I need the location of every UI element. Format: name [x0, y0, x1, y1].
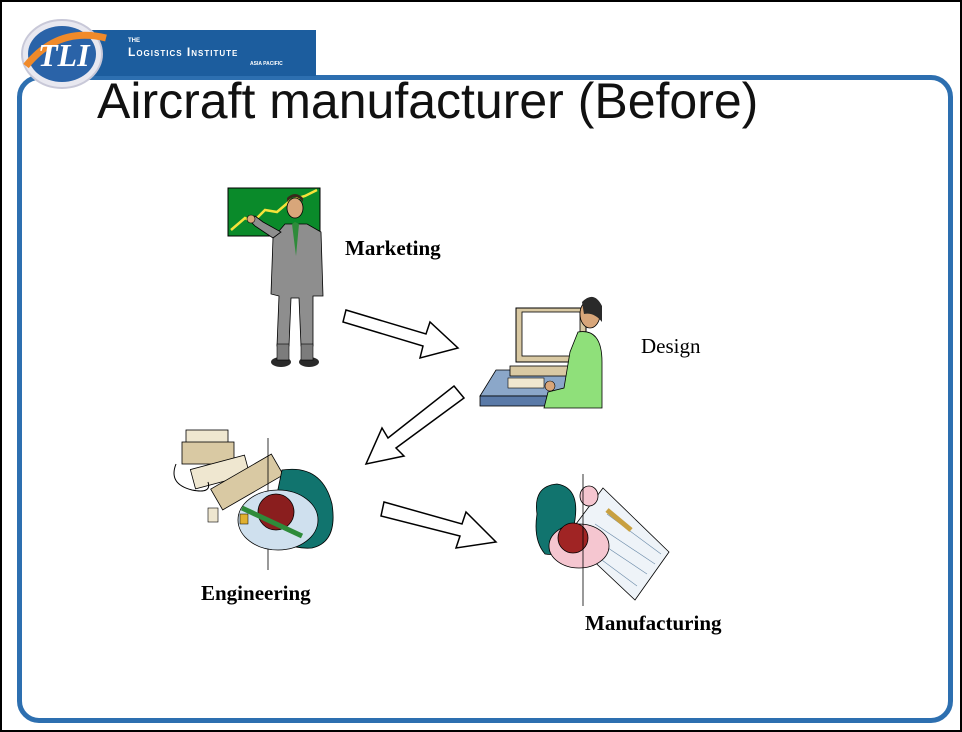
- slide-title: Aircraft manufacturer (Before): [97, 73, 759, 129]
- node-label-marketing: Marketing: [345, 236, 441, 260]
- node-label-design: Design: [641, 334, 701, 358]
- logo-the-text: THE: [128, 38, 140, 44]
- flow-arrow-design-to-engineering: [364, 384, 466, 466]
- node-label-manufacturing: Manufacturing: [585, 611, 722, 635]
- flow-arrow-engineering-to-manufacturing: [380, 501, 498, 549]
- node-label-engineering: Engineering: [201, 581, 311, 605]
- logo-badge-text: TLI: [38, 37, 91, 73]
- logo-badge-icon: TLI: [21, 19, 107, 89]
- blueprint-worker-icon: [535, 474, 670, 606]
- presenter-icon: [227, 187, 324, 367]
- computer-user-icon: [479, 296, 603, 409]
- content-frame: [17, 75, 953, 723]
- flow-arrow-marketing-to-design: [342, 309, 460, 360]
- logo-sub-text: ASIA PACIFIC: [250, 61, 283, 67]
- logo-name-text: Logistics Institute: [128, 45, 239, 59]
- typist-topview-icon: [173, 429, 334, 570]
- logo: TLI THE Logistics Institute ASIA PACIFIC: [18, 16, 316, 92]
